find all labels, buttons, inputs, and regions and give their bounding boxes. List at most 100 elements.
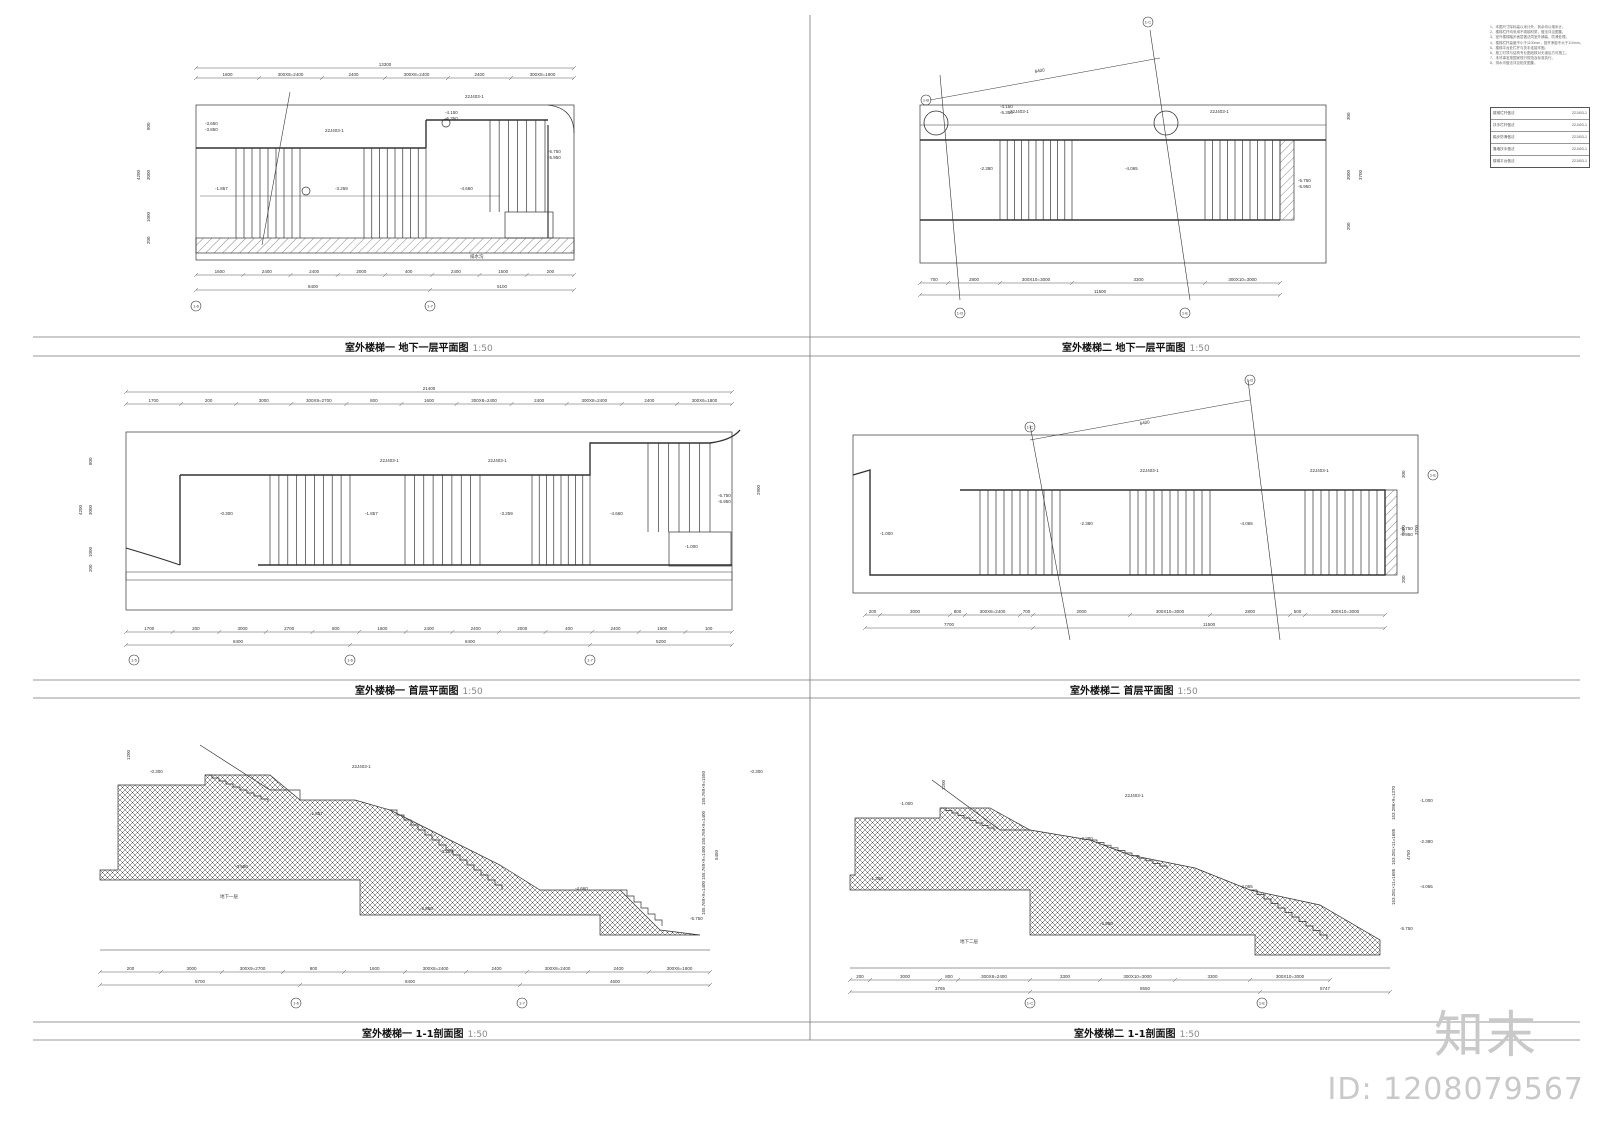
label: -2.380 xyxy=(1420,839,1433,844)
label: -5.950 xyxy=(1400,532,1413,537)
label: -1.000 xyxy=(880,531,893,536)
p3-dim-bot-tick xyxy=(310,629,315,635)
p1-dim-bot-text: 1500 xyxy=(498,269,509,274)
p1-dim-top-tick xyxy=(445,75,451,81)
p4-dim-bot-text: 500 xyxy=(1294,609,1302,614)
p1-dim-tot-tick xyxy=(571,287,577,293)
p3-dim-bot-text: 3000 xyxy=(238,626,249,631)
label: -1.000 xyxy=(900,801,913,806)
label: -5.950 xyxy=(420,906,433,911)
p5-dim-bot-tick xyxy=(280,969,286,975)
p1-side-dim: 3000 xyxy=(146,169,151,180)
axis-bubble xyxy=(920,94,932,106)
p3-dim-bot-tick xyxy=(217,629,222,635)
label: -1.857 xyxy=(365,511,378,516)
p4-dim-bot-text: 700 xyxy=(1023,609,1031,614)
p4-dim-bot-tick xyxy=(1127,612,1133,618)
p1-dim-bot-text: 2000 xyxy=(356,269,367,274)
p5-dim-bot-text: 2400 xyxy=(491,966,502,971)
p1-dim-tot-text: 5100 xyxy=(497,284,508,289)
p3-dim-bot-tick xyxy=(263,629,269,635)
p3-dim-bot-tick xyxy=(170,629,175,635)
p1-dim-bot-tick xyxy=(288,272,293,278)
p3-dim-top-tick xyxy=(344,401,349,407)
p3-dim-top-text: 300X8=2400 xyxy=(581,398,607,403)
p1-dim-bot-tick xyxy=(193,272,199,278)
axis-label: 1-C xyxy=(1027,425,1034,430)
label: -0.300 xyxy=(220,511,233,516)
p4-dim-tot-text: 11500 xyxy=(1203,622,1216,627)
p3-dim-bot-text: 100 xyxy=(705,626,713,631)
p5-dim-bot-tick xyxy=(158,969,164,975)
p1-side-dim: 4200 xyxy=(136,169,141,180)
label: 22J403-1 xyxy=(465,94,484,99)
axis-label: 1-C xyxy=(1027,1001,1034,1006)
p6-right-dim: 153.286×9=1370 xyxy=(1391,785,1396,820)
axis-label: 1-B xyxy=(923,98,930,103)
p4-dim-tot-text: 7700 xyxy=(944,622,955,627)
p5-right-dim: 155.769×9=1400 xyxy=(701,810,706,845)
p2-dim-bot-tick xyxy=(997,280,1003,286)
p6-dim-bot-tick xyxy=(1247,977,1253,983)
p4-side-dim: 3000 xyxy=(1401,524,1406,535)
p1-dim-bot-tick xyxy=(382,272,388,278)
p6-dim-bot-tick xyxy=(1097,977,1103,983)
label: -4.065 xyxy=(1125,166,1138,171)
label: -5.350 xyxy=(1000,110,1013,115)
p5-dim-bot-tick xyxy=(219,969,225,975)
label: -4.065 xyxy=(1420,884,1433,889)
p5-section-hatch xyxy=(99,774,701,936)
p5-dim-bot-text: 300X8=2400 xyxy=(423,966,449,971)
p5-dim-tot-text: 8400 xyxy=(405,979,416,984)
p3-dim-top-text: 1700 xyxy=(149,398,160,403)
plan-stair2-f1 xyxy=(852,379,1419,641)
label: -5.950 xyxy=(1100,921,1113,926)
label: -3.950 xyxy=(235,864,248,869)
p5-dim-bot-text: 800 xyxy=(310,966,318,971)
label: 排水沟 xyxy=(470,253,484,260)
section-stair2 xyxy=(849,779,1390,969)
p1-dim-top-tick xyxy=(193,75,199,81)
label: -0.300 xyxy=(750,769,763,774)
p3-dim-bot-text: 400 xyxy=(565,626,573,631)
p1-dim-tot-text: 8400 xyxy=(308,284,319,289)
p6-dim-bot-text: 200 xyxy=(856,974,864,979)
p3-dim-bot-tick xyxy=(356,629,362,635)
p4-dim-bot-tick xyxy=(947,612,953,618)
p3-dim-top-text: 3000 xyxy=(259,398,270,403)
p6-dim-bot-tick xyxy=(955,977,961,983)
p6-dim-bot-text: 300X10=3000 xyxy=(1123,974,1152,979)
p4-dim-bot-text: 300X8=2400 xyxy=(980,609,1006,614)
p3-dim-tot-text: 5200 xyxy=(656,639,667,644)
p4-dim-bot-tick xyxy=(862,612,868,618)
label: -2.380 xyxy=(1080,836,1093,841)
label: -3.650 xyxy=(205,121,218,126)
p3-dim-top-text: 800 xyxy=(370,398,378,403)
p6-right-dim: 4750 xyxy=(1406,849,1411,860)
p5-right-dim: 155.769×9=1400 xyxy=(701,880,706,915)
label: -1.000 xyxy=(685,544,698,549)
p2-side-dim: 200 xyxy=(1346,222,1351,230)
p2-dim-bot-tick xyxy=(1202,280,1208,286)
p3-dim-top-tick xyxy=(619,401,624,407)
p3-dim-top-tick xyxy=(454,401,459,407)
p4-dim-tot-tick xyxy=(862,625,868,631)
axis-label: 1-6 xyxy=(193,304,200,309)
label: -2.380 xyxy=(980,166,993,171)
p2-dim-bot-text: 2800 xyxy=(969,277,980,282)
p3-dim-bot-text: 2400 xyxy=(610,626,621,631)
axis-label: 1-D xyxy=(957,311,964,316)
p3-dim-bot-tick xyxy=(450,629,455,635)
p1-dim-bot-tick xyxy=(571,272,577,278)
p1-dim-top-text: 2400 xyxy=(348,72,359,77)
label: 22J403-1 xyxy=(325,128,344,133)
axis-bubble xyxy=(1244,374,1256,386)
p5-dim-tot-text: 5700 xyxy=(195,979,206,984)
p1-dim-bot-text: 400 xyxy=(405,269,413,274)
axis-bubble xyxy=(1179,307,1191,319)
stair-profile xyxy=(1090,839,1168,869)
label: -3.259 xyxy=(335,186,348,191)
